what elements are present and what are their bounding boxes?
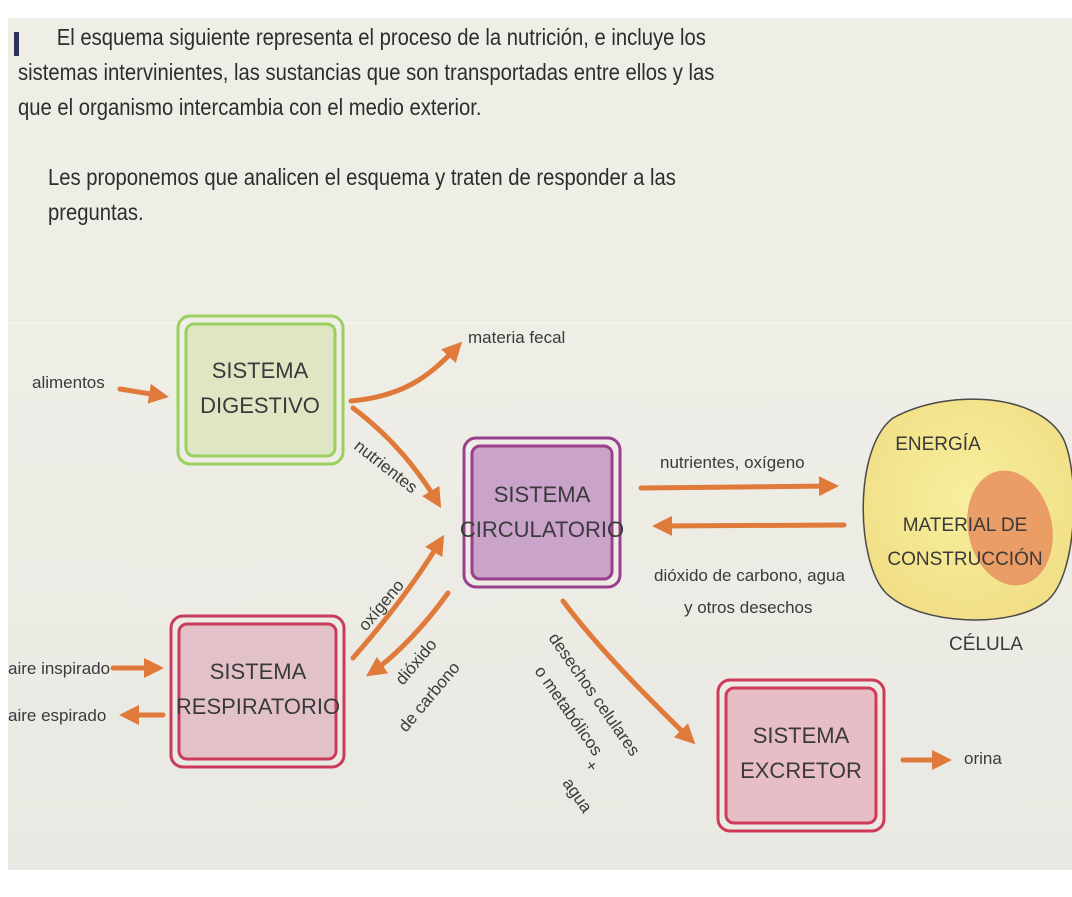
page-corner-mark: [14, 32, 19, 56]
label-desechos-4: agua: [559, 774, 597, 816]
arrow-oxigeno: [350, 534, 445, 661]
excretory-system-label-2: EXCRETOR: [740, 758, 862, 783]
label-desechos-3: +: [581, 756, 602, 775]
label-orina: orina: [964, 749, 1002, 768]
arrow-desechos: [560, 598, 696, 745]
respiratory-system-box: SISTEMA RESPIRATORIO: [169, 614, 346, 769]
cell: ENERGÍA MATERIAL DE CONSTRUCCIÓN CÉLULA: [862, 398, 1072, 655]
nutrition-diagram: SISTEMA DIGESTIVO SISTEMA CIRCULATORIO S…: [8, 314, 1072, 833]
label-materia-fecal: materia fecal: [468, 328, 565, 347]
book-page: El esquema siguiente representa el proce…: [8, 18, 1072, 870]
cell-title: CÉLULA: [949, 634, 1023, 655]
arrow-nutrientes: [350, 405, 442, 509]
excretory-system-box: SISTEMA EXCRETOR: [716, 678, 886, 833]
cell-material-label-2: CONSTRUCCIÓN: [887, 548, 1042, 570]
label-dioxido-agua-1: dióxido de carbono, agua: [654, 566, 845, 585]
arrow-nutrientes-oxigeno: [638, 476, 839, 497]
arrow-dioxido-carbono: [366, 590, 451, 677]
cell-nucleus: [967, 470, 1053, 586]
cell-material-label-1: MATERIAL DE: [903, 515, 1028, 536]
intro-paragraph-1: El esquema siguiente representa el proce…: [18, 24, 715, 120]
label-alimentos: alimentos: [32, 373, 105, 392]
respiratory-system-label-2: RESPIRATORIO: [176, 694, 340, 719]
digestive-system-label-1: SISTEMA: [212, 358, 309, 383]
respiratory-system-label-1: SISTEMA: [210, 659, 307, 684]
digestive-system-label-2: DIGESTIVO: [200, 393, 320, 418]
label-dioxido-agua-2: y otros desechos: [684, 598, 813, 617]
intro-paragraph-2: Les proponemos que analicen el esquema y…: [48, 164, 676, 225]
excretory-system-label-1: SISTEMA: [753, 723, 850, 748]
circulatory-system-box: SISTEMA CIRCULATORIO: [460, 436, 624, 589]
cell-energy-label: ENERGÍA: [895, 434, 981, 455]
label-aire-espirado: aire espirado: [8, 706, 106, 725]
arrow-alimentos-in: [117, 383, 169, 404]
arrow-materia-fecal: [348, 341, 463, 404]
arrow-dioxido-agua: [652, 515, 847, 536]
digestive-system-box: SISTEMA DIGESTIVO: [176, 314, 345, 466]
label-nutrientes-oxigeno: nutrientes, oxígeno: [660, 453, 805, 472]
label-aire-inspirado: aire inspirado: [8, 659, 110, 678]
circulatory-system-label-2: CIRCULATORIO: [460, 517, 624, 542]
circulatory-system-label-1: SISTEMA: [494, 482, 591, 507]
